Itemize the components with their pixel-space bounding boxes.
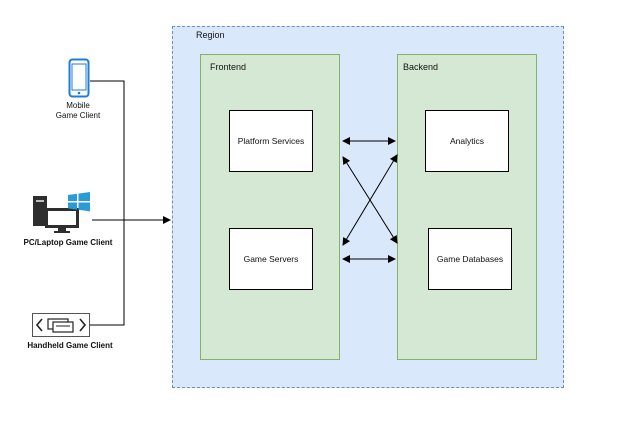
region-label: Region: [196, 30, 225, 40]
game-servers-box[interactable]: Game Servers: [229, 228, 313, 290]
pc-client-label: PC/Laptop Game Client: [23, 238, 113, 247]
handheld-console-icon: [32, 313, 90, 337]
frontend-label: Frontend: [210, 62, 247, 72]
pc-windows-icon: [33, 192, 90, 233]
mobile-client-label: Mobile Game Client: [40, 101, 116, 121]
analytics-box[interactable]: Analytics: [425, 110, 509, 172]
game-databases-box[interactable]: Game Databases: [428, 228, 512, 290]
servers-analytics-arrow: [342, 154, 398, 246]
handheld-client-label: Handheld Game Client: [27, 341, 113, 350]
mobile-client-line2: Game Client: [55, 111, 101, 120]
client-bus-line: [90, 80, 125, 326]
mobile-phone-icon: [68, 58, 90, 98]
mobile-client-line1: Mobile: [66, 101, 90, 110]
backend-label: Backend: [403, 62, 439, 72]
platform-services-box[interactable]: Platform Services: [229, 110, 313, 172]
frontend-group: [200, 54, 340, 360]
